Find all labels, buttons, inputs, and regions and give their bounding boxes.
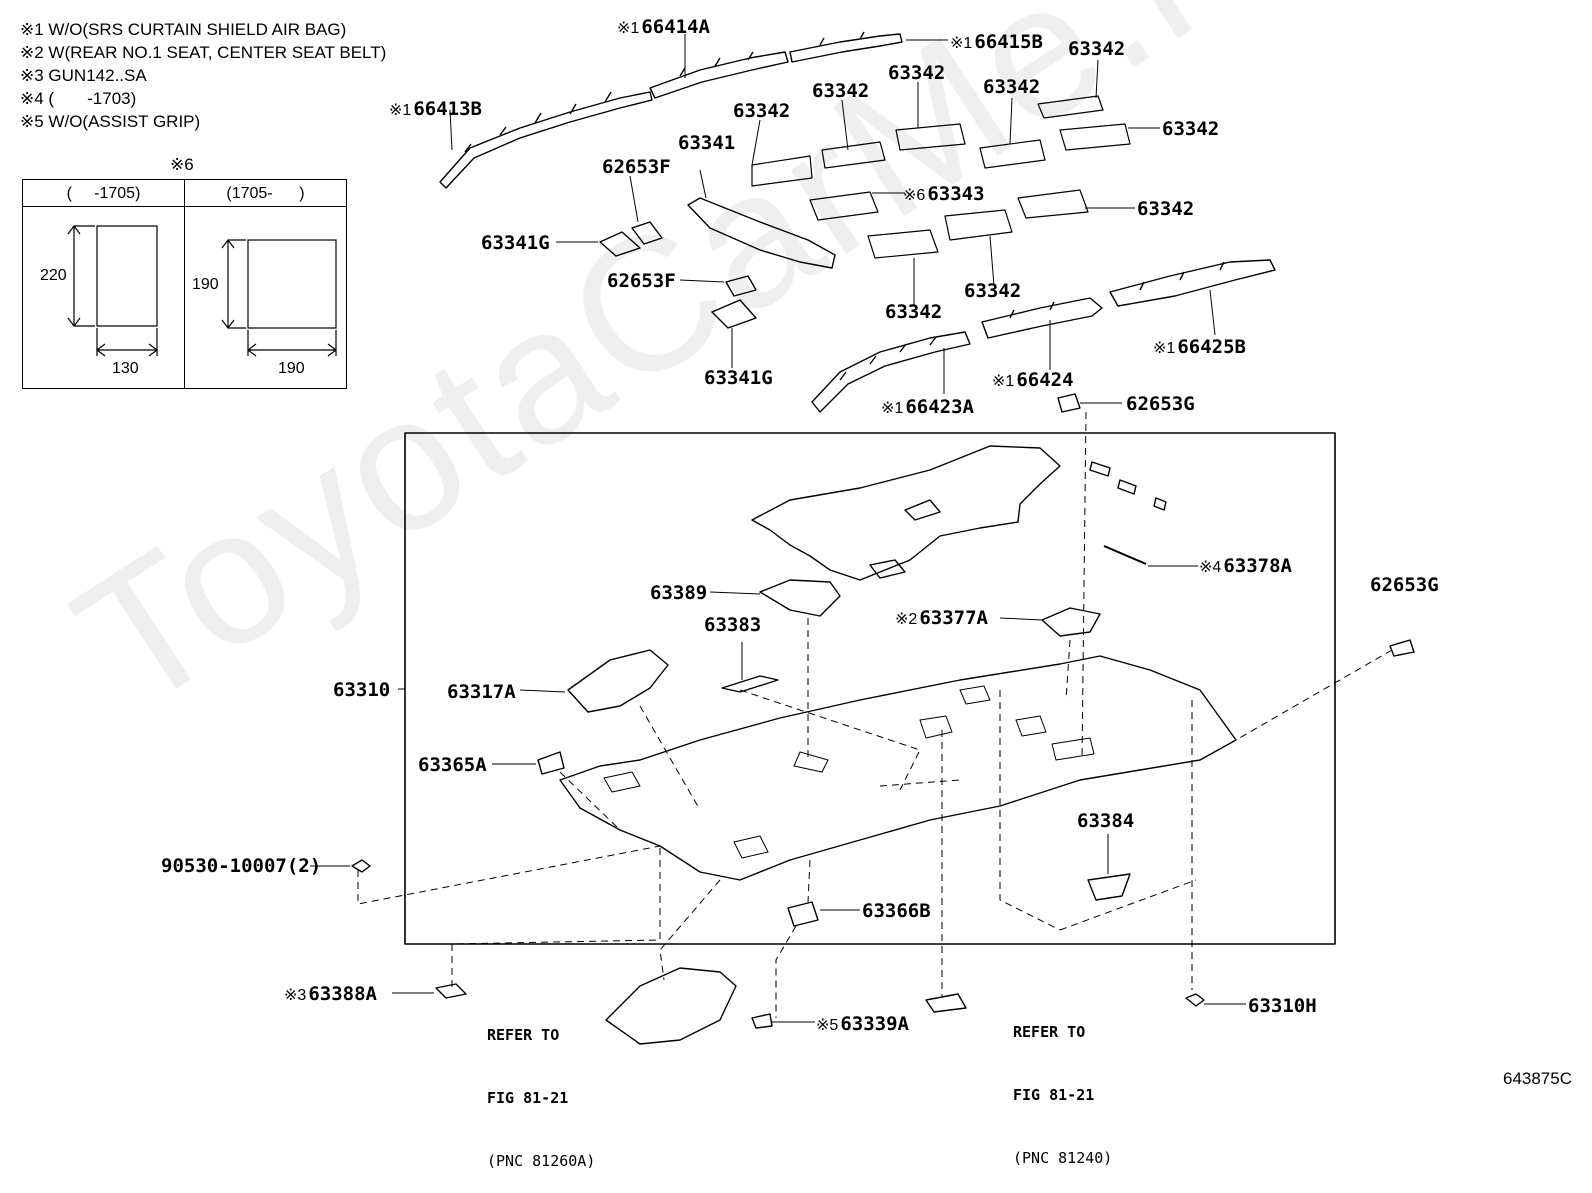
clip-62653G-top [1057, 393, 1081, 413]
refer-to-left-line3: (PNC 81260A) [487, 1152, 596, 1170]
note-2: ※2 W(REAR NO.1 SEAT, CENTER SEAT BELT) [20, 43, 387, 62]
lamp-right [925, 993, 967, 1013]
rail-66414A [649, 51, 789, 99]
dim-col2-width: 190 [278, 360, 305, 377]
label-63317A[interactable]: 63317A [447, 681, 516, 703]
inset-dimensions: ( -1705) (1705- ) [22, 179, 347, 389]
rail-66423A [811, 331, 971, 413]
label-62653G-upper[interactable]: 62653G [1126, 393, 1195, 415]
rail-66415B [789, 31, 903, 63]
label-63366B[interactable]: 63366B [862, 900, 931, 922]
label-62653G-right[interactable]: 62653G [1370, 574, 1439, 596]
label-62653F-upper[interactable]: 62653F [602, 156, 671, 178]
label-63342-3[interactable]: 63342 [983, 76, 1041, 98]
note-1: ※1 W/O(SRS CURTAIN SHIELD AIR BAG) [20, 20, 347, 39]
label-63342-9[interactable]: 63342 [885, 301, 943, 323]
label-90530-10007[interactable]: 90530-10007(2) [161, 855, 322, 877]
refer-to-right-line3: (PNC 81240) [1013, 1149, 1113, 1167]
pad-63341G-lower [711, 299, 757, 329]
label-63342-7[interactable]: 63342 [1137, 198, 1195, 220]
refer-to-right[interactable]: REFER TO FIG 81-21 (PNC 81240) [1013, 980, 1112, 1190]
label-63310[interactable]: 63310 [333, 679, 391, 701]
dim-col1-height: 220 [40, 267, 67, 284]
refer-to-left[interactable]: REFER TO FIG 81-21 (PNC 81260A) [487, 983, 595, 1193]
parts-diagram [67, 31, 1415, 1045]
bracket-63389 [759, 579, 841, 617]
pad-63383 [721, 675, 779, 693]
clip-63339A [751, 1013, 773, 1029]
pad-63341G-upper [599, 231, 641, 257]
label-63365A[interactable]: 63365A [418, 754, 487, 776]
roof-pads [751, 95, 1131, 259]
pad-63341 [687, 197, 836, 269]
drawing-id: 643875C [1502, 1069, 1572, 1088]
clip-90530 [351, 859, 371, 873]
note-4: ※4 ( -1703) [20, 89, 137, 108]
clip-62653G-right [1389, 639, 1415, 657]
label-63384[interactable]: 63384 [1077, 810, 1135, 832]
headliner-63310 [559, 655, 1237, 881]
rail-66425B [1109, 259, 1276, 307]
insulator [751, 445, 1061, 581]
clip-63310H [1185, 993, 1205, 1007]
label-63342-8[interactable]: 63342 [964, 280, 1022, 302]
label-63342-4[interactable]: 63342 [812, 80, 870, 102]
clip-62653F-lower [725, 275, 757, 297]
label-63342-6[interactable]: 63342 [1162, 118, 1220, 140]
bracket-63377A [1041, 607, 1101, 637]
grip-63384 [1087, 873, 1131, 901]
label-62653F-lower[interactable]: 62653F [607, 270, 676, 292]
refer-to-right-line2: FIG 81-21 [1013, 1086, 1095, 1104]
refer-to-right-line1: REFER TO [1013, 1023, 1086, 1041]
label-63389[interactable]: 63389 [650, 582, 708, 604]
label-63342-5[interactable]: 63342 [733, 100, 791, 122]
label-63341[interactable]: 63341 [678, 132, 736, 154]
console-left [605, 967, 737, 1045]
inset-col1-header: ( -1705) [23, 180, 184, 207]
note-3: ※3 GUN142..SA [20, 66, 147, 85]
inset-col2-header: (1705- ) [185, 180, 346, 207]
label-63342-1[interactable]: 63342 [1068, 38, 1126, 60]
label-63341G-lower[interactable]: 63341G [704, 367, 773, 389]
label-63342-2[interactable]: 63342 [888, 62, 946, 84]
refer-to-left-line1: REFER TO [487, 1026, 560, 1044]
label-63341G-upper[interactable]: 63341G [481, 232, 550, 254]
clip-63366B [787, 901, 819, 927]
dim-col1-width: 130 [112, 360, 139, 377]
lamp-63388A [435, 983, 467, 999]
clip-63365A [537, 751, 565, 775]
bezel-63317A [567, 649, 669, 713]
dim-col2-height: 190 [192, 276, 219, 293]
rail-66424 [981, 297, 1103, 339]
label-63310H[interactable]: 63310H [1248, 995, 1317, 1017]
notes-legend: ※1 W/O(SRS CURTAIN SHIELD AIR BAG) ※2 W(… [20, 18, 386, 133]
inset-title: ※6 [170, 155, 194, 174]
rail-66413B [439, 91, 653, 189]
note-5: ※5 W/O(ASSIST GRIP) [20, 112, 201, 131]
clip-62653F-upper [631, 221, 663, 245]
inset-divider [184, 180, 185, 388]
label-63383[interactable]: 63383 [704, 614, 762, 636]
